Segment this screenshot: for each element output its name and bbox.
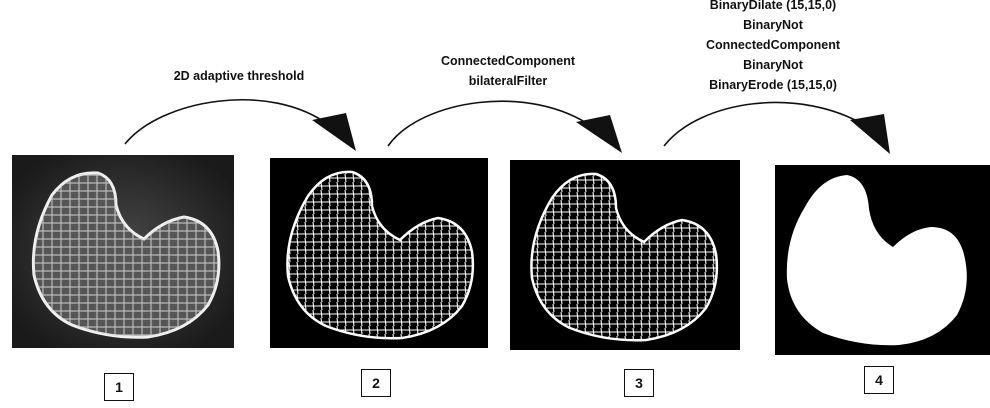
panel-4-mask-image [775, 165, 990, 355]
arrow-2-to-3 [387, 100, 622, 153]
ct-bone-image [12, 155, 234, 348]
step-3-number: 3 [624, 369, 654, 397]
panel-2-threshold-image [270, 158, 488, 348]
arrow-3-to-4 [663, 101, 890, 154]
operation-label: 2D adaptive threshold [173, 69, 305, 83]
operation-label: BinaryNot [743, 18, 803, 32]
operation-label: bilateralFilter [468, 74, 548, 88]
arrow-1-to-2 [124, 99, 356, 151]
step-2-number: 2 [361, 369, 391, 397]
step-4-operations: BinaryDilate (15,15,0) BinaryNot Connect… [706, 0, 840, 95]
panel-1-ct-image [12, 155, 234, 348]
operation-label: BinaryDilate (15,15,0) [709, 0, 837, 12]
step-3-operations: ConnectedComponent bilateralFilter [441, 51, 575, 91]
step-2-operations: 2D adaptive threshold [174, 66, 305, 86]
operation-label: BinaryNot [743, 58, 803, 72]
mask-bone-image [786, 175, 967, 346]
threshold-bone-image [286, 170, 475, 340]
operation-label: BinaryErode (15,15,0) [709, 78, 837, 92]
step-1-number: 1 [104, 373, 134, 401]
panel-3-filtered-image [510, 160, 740, 350]
filtered-bone-image [530, 172, 719, 342]
step-4-number: 4 [864, 366, 894, 394]
operation-label: ConnectedComponent [705, 38, 841, 52]
operation-label: ConnectedComponent [440, 54, 576, 68]
